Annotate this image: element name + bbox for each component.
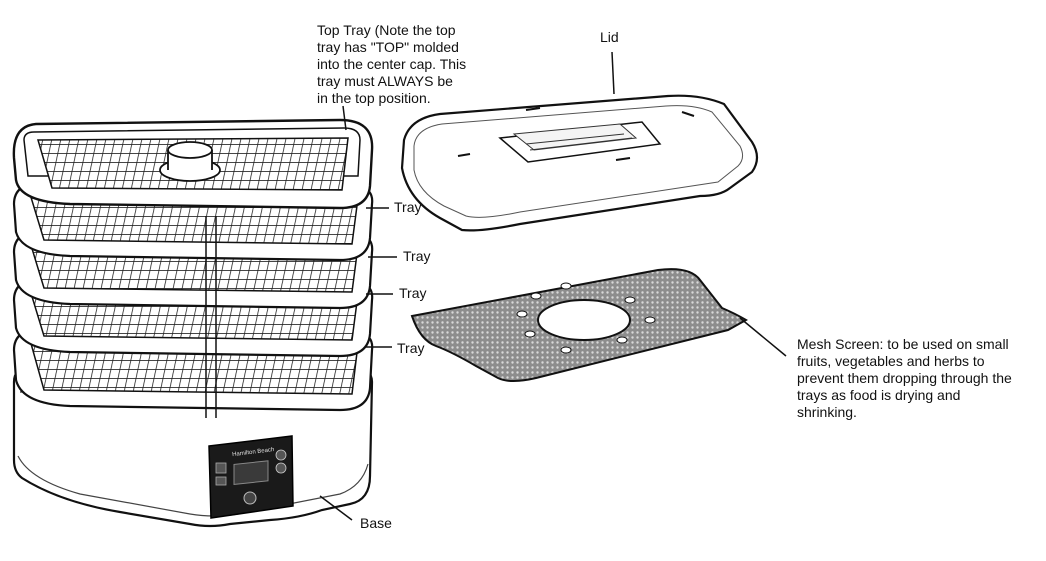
mesh-screen-callout-line-5: shrinking. [797,404,857,420]
top-tray-callout-line-1: Top Tray (Note the top [317,22,456,38]
top-tray [12,118,374,210]
brand-label: Hamilton Beach [232,447,275,458]
mesh-screen-center-hole [537,299,631,341]
mesh-screen [410,268,748,382]
leader-mesh-screen [739,317,787,357]
control-panel: Hamilton Beach [208,435,294,519]
tray-label-1: Tray [394,199,422,215]
lid-label: Lid [600,29,619,45]
top-tray-callout-line-5: in the top position. [317,90,431,106]
tray-label-3: Tray [399,285,427,301]
mesh-screen-callout-line-4: trays as food is drying and [797,387,961,403]
mesh-screen-callout-line-3: prevent them dropping through the [797,370,1012,386]
leader-top-tray [342,105,347,131]
mesh-screen-callout-line-2: fruits, vegetables and herbs to [797,353,985,369]
tray-label-4: Tray [397,340,425,356]
mesh-screen-callout: Mesh Screen: to be used on small fruits,… [797,336,1043,421]
top-center-cap [159,141,221,182]
top-tray-callout: Top Tray (Note the top tray has "TOP" mo… [317,22,517,107]
top-tray-callout-line-2: tray has "TOP" molded [317,39,459,55]
top-tray-callout-line-4: tray must ALWAYS be [317,73,453,89]
leader-lines [319,51,787,521]
lid [400,94,759,232]
mesh-screen-callout-line-1: Mesh Screen: to be used on small [797,336,1009,352]
top-tray-callout-line-3: into the center cap. This [317,56,467,72]
tray-stack [12,118,374,418]
leader-base [319,495,353,521]
tray-label-2: Tray [403,248,431,264]
leader-lid [611,51,615,95]
base-label: Base [360,515,392,531]
